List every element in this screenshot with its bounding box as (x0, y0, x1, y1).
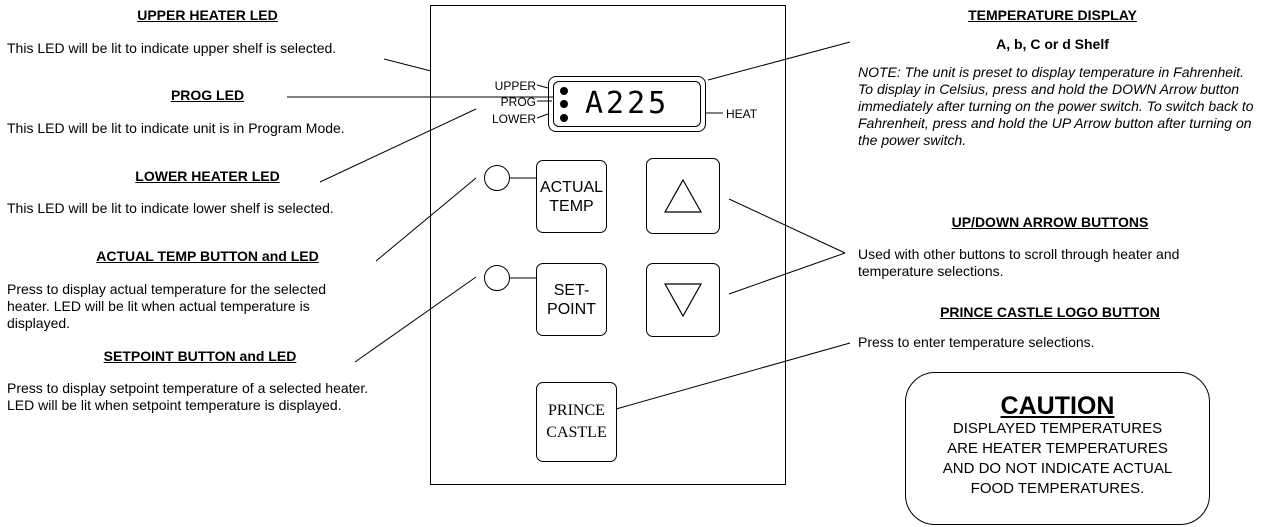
lower-callout-line (319, 108, 477, 183)
setpoint-callout-line (354, 276, 477, 363)
down-triangle-icon (663, 283, 703, 318)
prog-text: This LED will be lit to indicate unit is… (7, 120, 345, 136)
display-callout-line (707, 41, 851, 81)
actual-callout-line (375, 177, 477, 262)
heat-label: HEAT (726, 107, 758, 121)
temperature-display: A225 (585, 86, 670, 121)
actual-temp-label-1: ACTUAL (539, 178, 604, 196)
caution-line-1: DISPLAYED TEMPERATURES (952, 420, 1163, 437)
display-bezel (548, 76, 706, 132)
lower-led-dot (560, 114, 568, 122)
logo-callout-line (615, 342, 851, 410)
caution-line-3: AND DO NOT INDICATE ACTUAL (942, 460, 1173, 477)
upper-heater-heading: UPPER HEATER LED (137, 7, 278, 23)
upper-led-label: UPPER (494, 79, 536, 93)
prog-led-label: PROG (500, 95, 536, 109)
upper-callout-line (383, 58, 432, 72)
prince-castle-logo-button[interactable]: PRINCE CASTLE (536, 382, 617, 462)
up-callout-line (728, 198, 846, 254)
setpoint-label-2: POINT (547, 300, 596, 318)
actual-temp-led (484, 165, 510, 191)
lower-heater-heading: LOWER HEATER LED (135, 168, 280, 184)
setpoint-text: Press to display setpoint temperature of… (7, 380, 369, 413)
logo-line-2: CASTLE (546, 424, 607, 441)
upper-led-dot (560, 87, 568, 95)
down-arrow-button[interactable] (646, 263, 720, 337)
setpoint-label-1: SET- (553, 281, 590, 299)
temp-display-heading: TEMPERATURE DISPLAY (968, 7, 1137, 23)
lower-heater-text: This LED will be lit to indicate lower s… (7, 200, 334, 216)
setpoint-led (484, 265, 510, 291)
actual-temp-heading: ACTUAL TEMP BUTTON and LED (96, 248, 319, 264)
setpoint-heading: SETPOINT BUTTON and LED (103, 348, 297, 364)
caution-box: CAUTION DISPLAYED TEMPERATURES ARE HEATE… (905, 372, 1210, 525)
actual-temp-text: Press to display actual temperature for … (7, 281, 327, 331)
up-arrow-button[interactable] (646, 158, 720, 234)
lower-led-label: LOWER (491, 112, 536, 126)
temp-display-subheading: A, b, C or d Shelf (996, 36, 1109, 52)
up-triangle-icon (663, 178, 703, 213)
down-callout-line (728, 252, 846, 295)
logo-button-heading: PRINCE CASTLE LOGO BUTTON (940, 304, 1160, 320)
caution-title: CAUTION (1000, 392, 1115, 420)
arrow-buttons-heading: UP/DOWN ARROW BUTTONS (951, 214, 1149, 230)
arrow-buttons-text: Used with other buttons to scroll throug… (858, 246, 1180, 279)
setpoint-button[interactable]: SET-POINT (536, 263, 607, 336)
prog-heading: PROG LED (170, 87, 245, 103)
upper-heater-text: This LED will be lit to indicate upper s… (7, 40, 337, 56)
prog-led-dot (560, 100, 568, 108)
caution-line-2: ARE HEATER TEMPERATURES (947, 440, 1168, 457)
logo-line-1: PRINCE (548, 402, 605, 419)
caution-line-4: FOOD TEMPERATURES. (970, 480, 1145, 497)
temp-display-note: NOTE: The unit is preset to display temp… (858, 64, 1254, 148)
logo-button-text: Press to enter temperature selections. (858, 334, 1095, 350)
display-window (553, 81, 701, 127)
actual-temp-label-2: TEMP (549, 197, 594, 215)
